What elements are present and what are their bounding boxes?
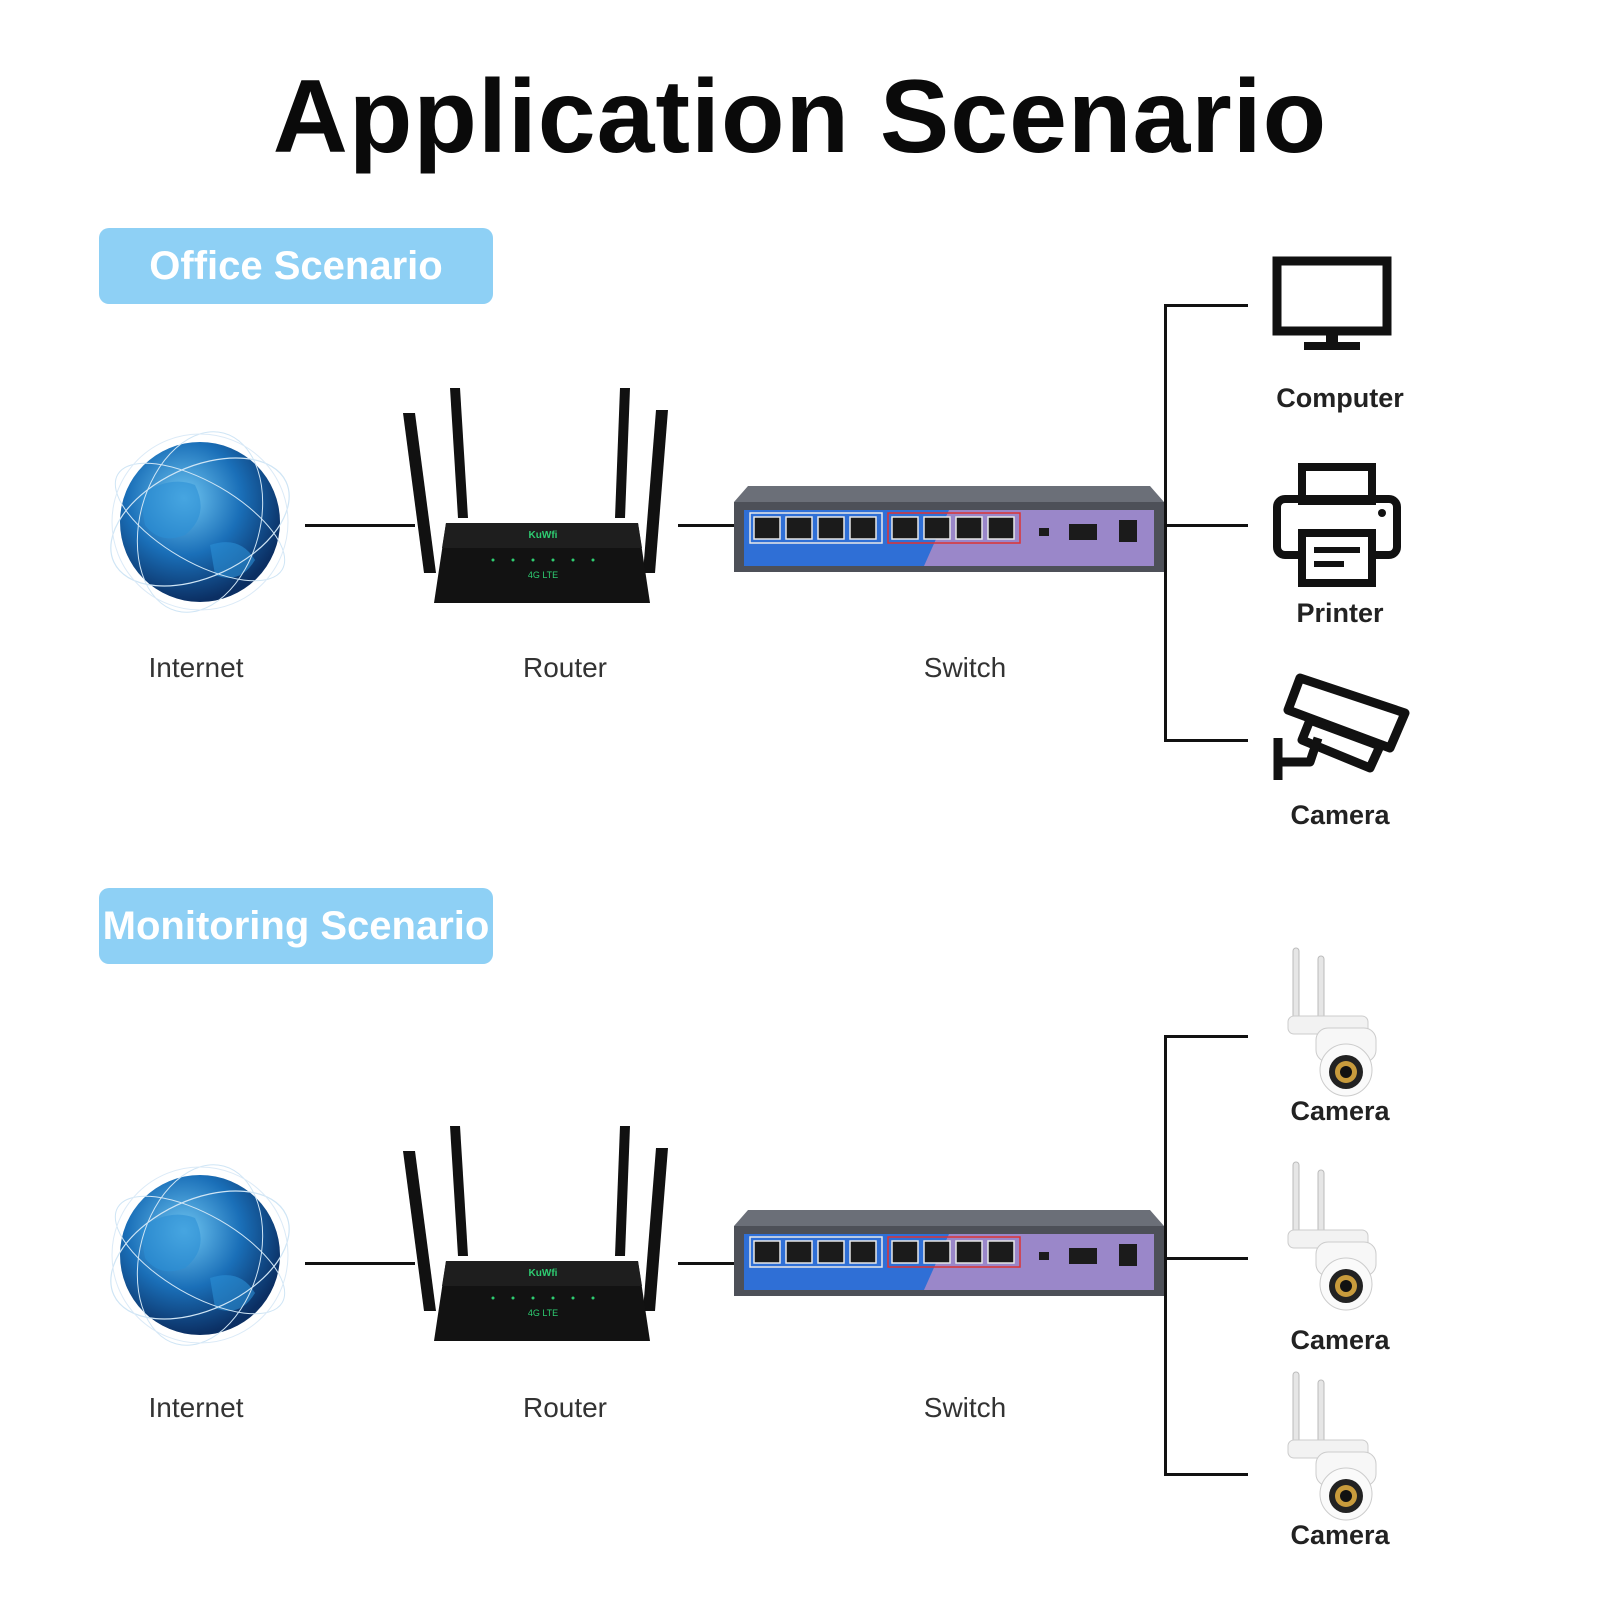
router-icon: KuWfi 4G LTE	[403, 388, 668, 603]
link-switch-bus	[1164, 1257, 1248, 1260]
device-label-camera: Camera	[1290, 800, 1390, 830]
device-label-computer: Computer	[1276, 383, 1404, 413]
router-icon: KuWfi 4G LTE	[403, 1126, 668, 1341]
main-title: Application Scenario	[272, 59, 1328, 175]
ptz-camera-icon	[1287, 947, 1377, 1097]
internet-globe-icon	[110, 431, 290, 613]
router-model-text: 4G LTE	[528, 1308, 558, 1318]
internet-globe-icon	[110, 1164, 290, 1346]
link-router-switch	[678, 524, 734, 527]
internet-label: Internet	[148, 652, 244, 683]
office-bus-vertical	[1164, 304, 1167, 740]
link-router-switch	[678, 1262, 734, 1265]
device-label-camera: Camera	[1290, 1325, 1390, 1355]
switch-icon	[734, 486, 1164, 572]
ptz-camera-icon	[1287, 1371, 1377, 1521]
router-label: Router	[522, 1392, 608, 1423]
device-label-printer: Printer	[1296, 598, 1384, 628]
internet-label: Internet	[148, 1392, 244, 1423]
device-label-camera: Camera	[1290, 1096, 1390, 1126]
link-internet-router	[305, 1262, 415, 1265]
computer-icon	[1272, 256, 1392, 350]
office-scenario-badge: Office Scenario	[99, 228, 493, 304]
switch-label: Switch	[923, 1392, 1007, 1423]
link-bus-camera	[1164, 739, 1248, 742]
switch-label: Switch	[923, 652, 1007, 683]
link-bus-computer	[1164, 304, 1248, 307]
link-bus-camera-3	[1164, 1473, 1248, 1476]
switch-icon	[734, 1210, 1164, 1296]
device-label-camera: Camera	[1290, 1520, 1390, 1550]
router-label: Router	[522, 652, 608, 683]
ptz-camera-icon	[1287, 1161, 1377, 1311]
link-switch-bus	[1164, 524, 1248, 527]
router-brand-text: KuWfi	[529, 530, 558, 541]
link-internet-router	[305, 524, 415, 527]
router-brand-text: KuWfi	[529, 1268, 558, 1279]
printer-icon	[1273, 463, 1401, 587]
link-bus-camera-1	[1164, 1035, 1248, 1038]
security-camera-icon	[1273, 673, 1410, 780]
monitoring-bus-vertical	[1164, 1035, 1167, 1475]
router-model-text: 4G LTE	[528, 570, 558, 580]
monitoring-scenario-badge: Monitoring Scenario	[99, 888, 493, 964]
